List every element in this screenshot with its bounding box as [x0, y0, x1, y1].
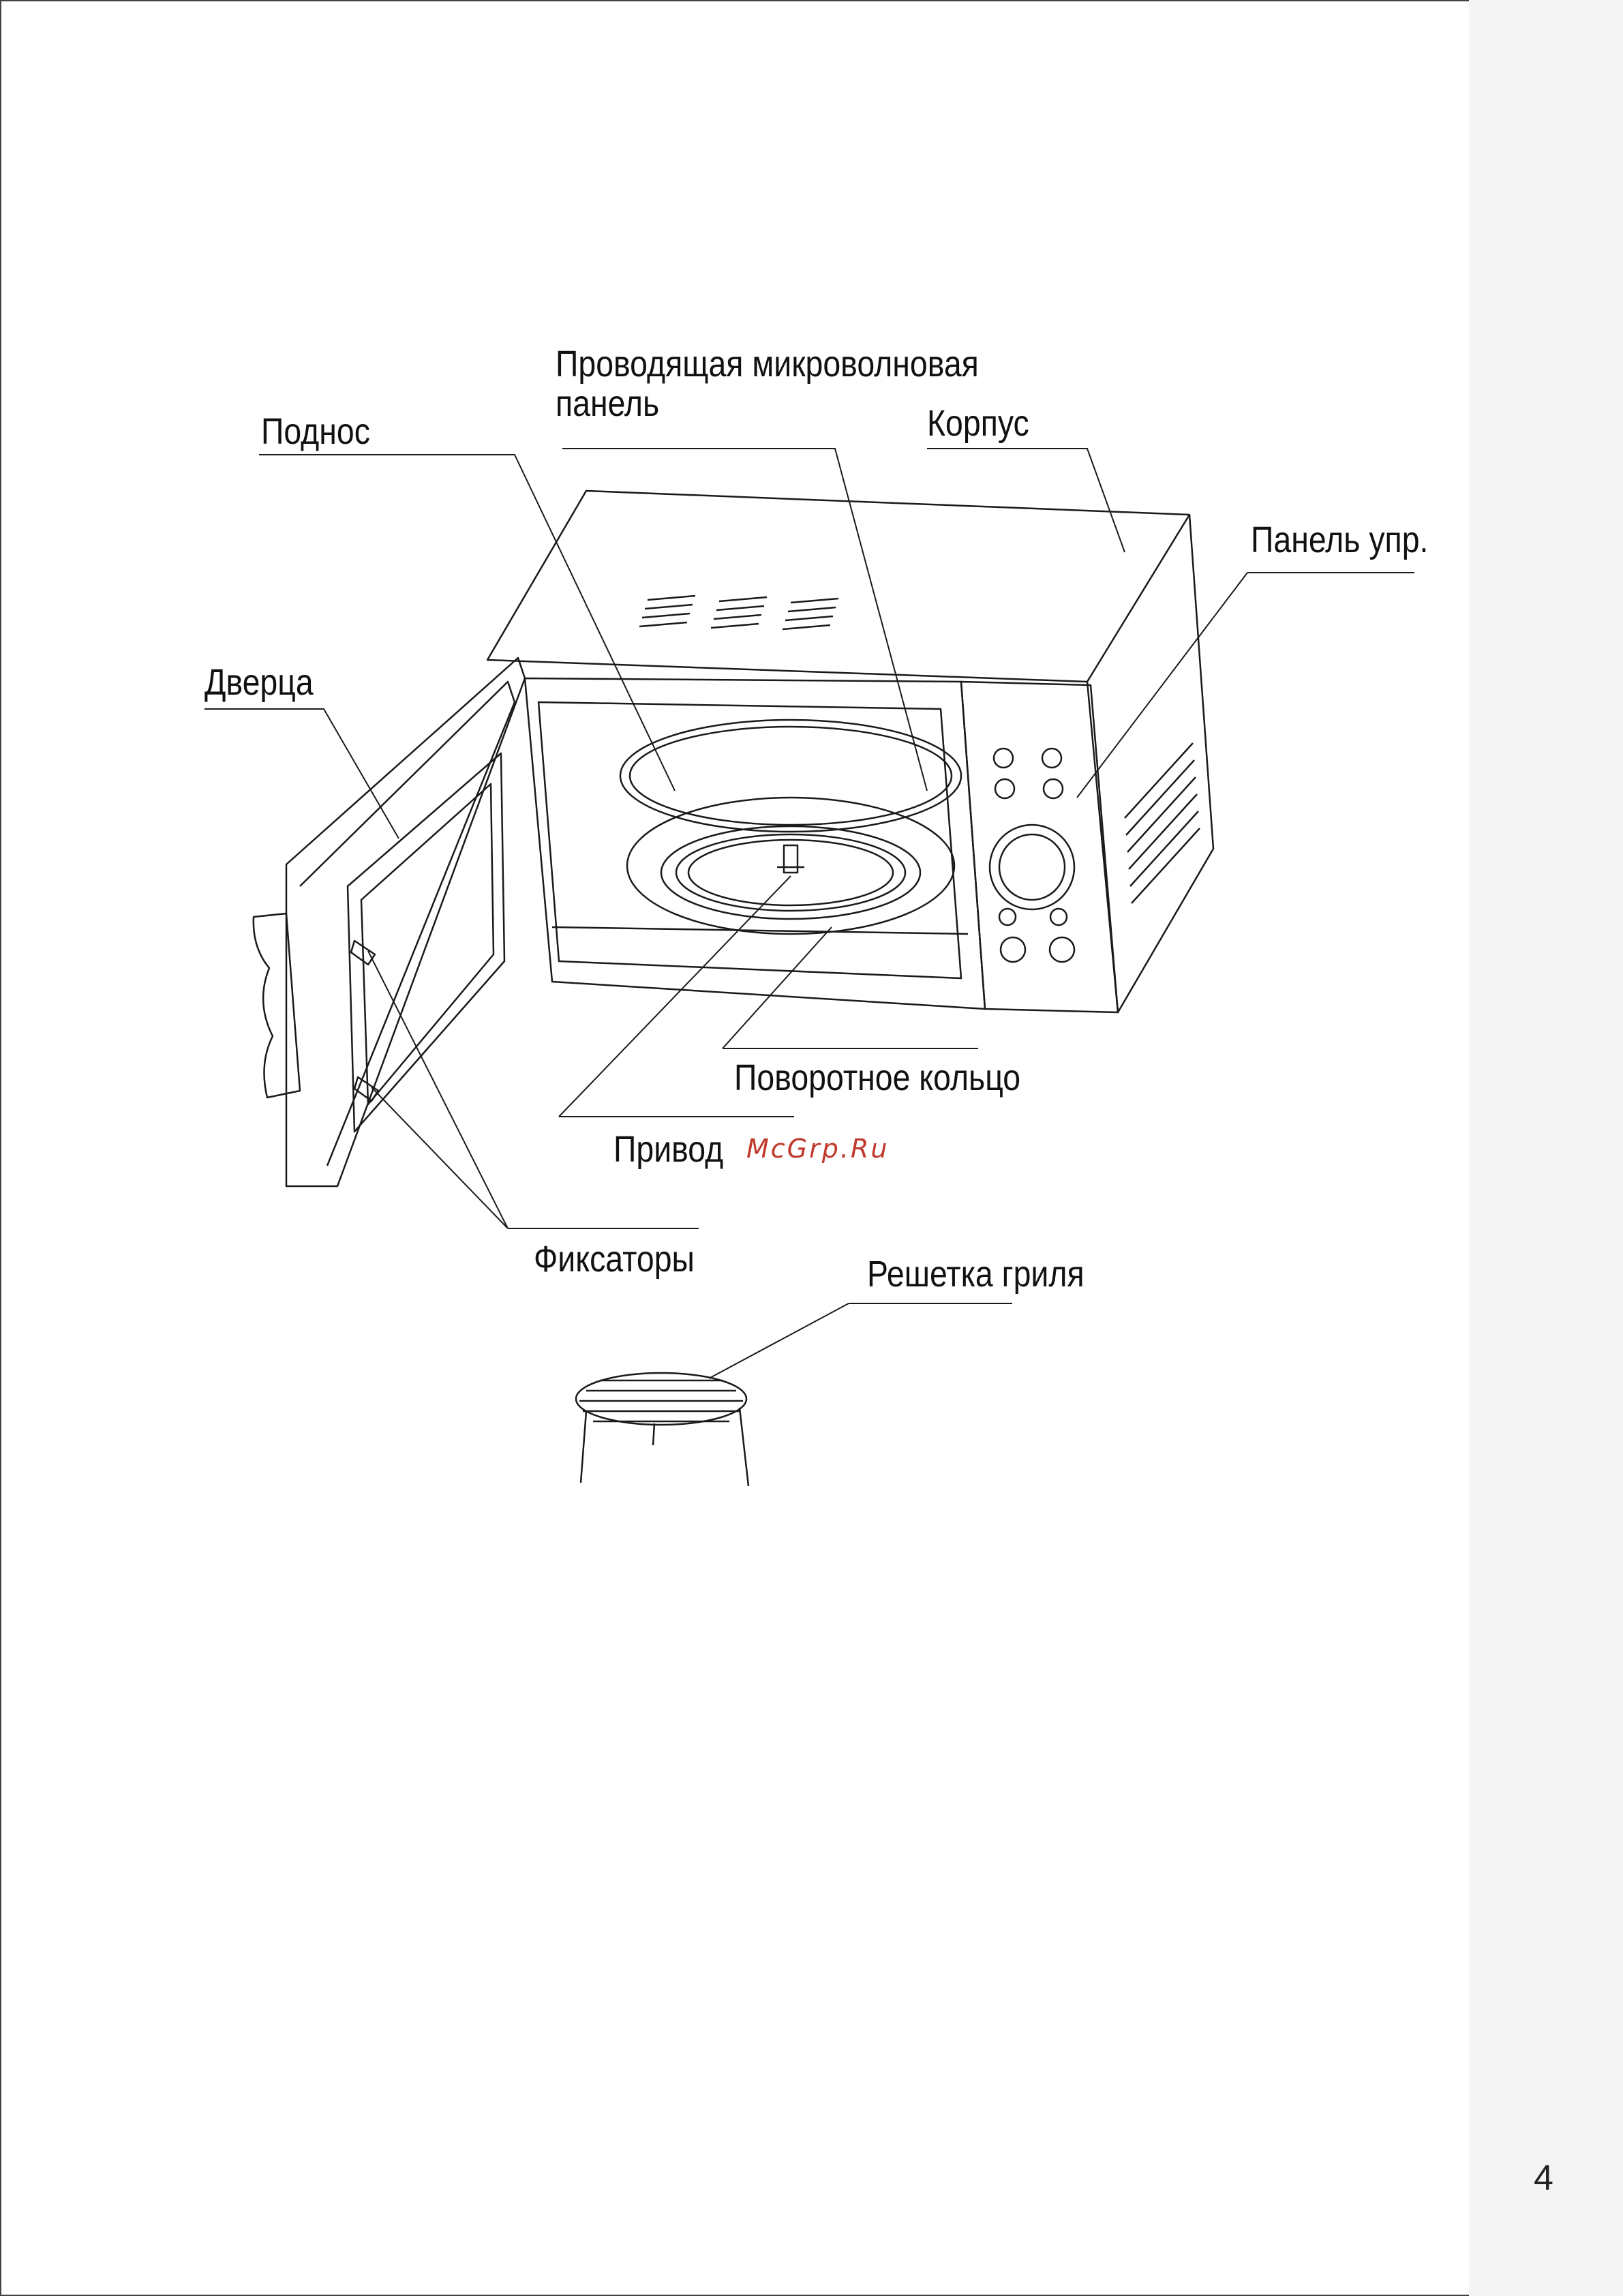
leader-control-panel	[1077, 573, 1414, 798]
drive-coupler	[777, 845, 804, 873]
grill-rack-icon	[576, 1373, 748, 1486]
label-latches: Фиксаторы	[534, 1239, 695, 1279]
leader-tray	[259, 455, 675, 791]
leader-grill-rack	[709, 1303, 1012, 1378]
label-door: Дверца	[204, 663, 314, 702]
door-window	[348, 753, 504, 1132]
label-drive: Привод	[613, 1130, 723, 1169]
cabinet-right-side	[1087, 515, 1213, 1012]
label-body: Корпус	[927, 404, 1029, 443]
door	[286, 658, 525, 1186]
page-margin-strip	[1469, 0, 1623, 2296]
cabinet-top	[487, 491, 1189, 682]
tray	[620, 720, 961, 832]
control-panel	[961, 682, 1118, 1012]
side-vents-icon	[1125, 743, 1200, 903]
leader-conductive-panel	[562, 449, 927, 791]
leader-turn-ring	[723, 927, 978, 1048]
page-number: 4	[1534, 2158, 1553, 2199]
top-vents-icon	[639, 596, 838, 629]
leader-door	[204, 709, 399, 839]
label-tray: Поднос	[261, 412, 370, 451]
watermark: McGrp.Ru	[746, 1134, 889, 1164]
label-control-panel: Панель упр.	[1251, 520, 1428, 560]
leader-latches	[368, 951, 699, 1228]
label-turn-ring: Поворотное кольцо	[734, 1058, 1020, 1098]
door-handle	[254, 913, 300, 1098]
label-grill-rack: Решетка гриля	[867, 1254, 1084, 1294]
leader-body	[927, 449, 1125, 552]
control-buttons-icon	[990, 749, 1074, 962]
